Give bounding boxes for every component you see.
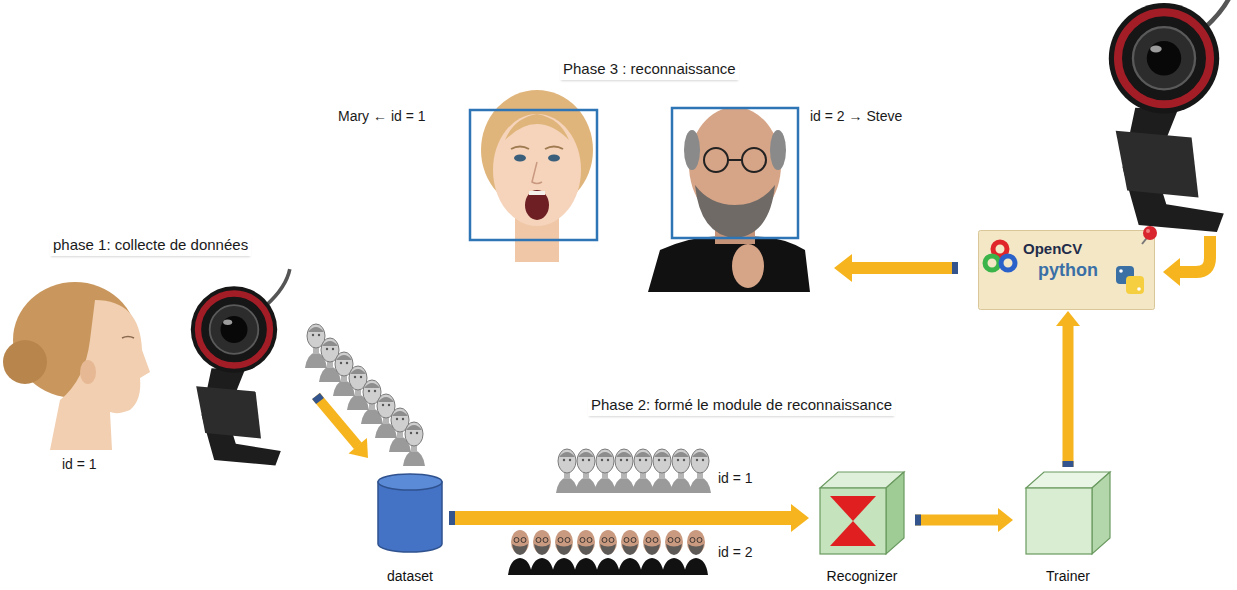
phase-title: phase 1: collecte de données bbox=[50, 236, 251, 256]
id-label: id = 1 bbox=[718, 470, 753, 487]
cube-front bbox=[820, 488, 886, 554]
face-photo bbox=[648, 107, 810, 292]
cube-front bbox=[1026, 488, 1092, 554]
opencv-logo bbox=[985, 242, 1015, 270]
cube-side bbox=[886, 472, 904, 554]
python-logo bbox=[1116, 266, 1144, 294]
arrow-shaft bbox=[449, 511, 792, 525]
webcam bbox=[1109, 0, 1236, 232]
id-label: id = 2 → Steve bbox=[810, 108, 902, 125]
panel-fill bbox=[979, 231, 1155, 310]
arrow-tail bbox=[915, 515, 921, 526]
arrow-head bbox=[1056, 311, 1080, 326]
node-label: Trainer bbox=[1046, 568, 1090, 585]
arrow-head bbox=[998, 508, 1013, 532]
arrow-shaft bbox=[915, 515, 999, 526]
logo-text: python bbox=[1038, 260, 1098, 282]
cylinder-body bbox=[378, 482, 442, 552]
flow-arrow bbox=[1056, 311, 1080, 467]
logo-panel: OpenCV python bbox=[978, 230, 1155, 310]
id-label: id = 2 bbox=[718, 544, 753, 561]
cube-side bbox=[1092, 472, 1110, 554]
flow-arrow bbox=[834, 254, 958, 282]
cylinder-top bbox=[378, 474, 442, 490]
pin bbox=[1142, 226, 1157, 244]
recognizer-cube: Recognizer bbox=[810, 468, 914, 586]
hourglass bbox=[830, 496, 876, 521]
arrow-tail bbox=[449, 511, 455, 525]
id-label: id = 1 bbox=[62, 456, 97, 473]
arrow-head bbox=[791, 504, 809, 532]
flow-arrow bbox=[449, 504, 809, 532]
cube-outline bbox=[1014, 468, 1122, 558]
face-photo bbox=[470, 90, 597, 262]
flow-arrow bbox=[915, 508, 1013, 532]
arrow-tail bbox=[1063, 461, 1074, 467]
trainer-cube: Trainer bbox=[1014, 468, 1122, 586]
cube-outline bbox=[810, 468, 914, 558]
flow-arrow bbox=[316, 396, 368, 458]
phase-title: Phase 3 : reconnaissance bbox=[560, 60, 739, 80]
face-row bbox=[508, 530, 708, 575]
node-label: dataset bbox=[387, 568, 433, 585]
hourglass bbox=[830, 521, 876, 546]
woman-profile bbox=[3, 282, 150, 450]
arrow-shaft bbox=[1063, 325, 1074, 467]
cylinder-outline bbox=[372, 470, 448, 554]
face-stack bbox=[305, 324, 425, 466]
face-row bbox=[556, 449, 711, 493]
node-label: Recognizer bbox=[827, 568, 898, 585]
flow-arrow bbox=[1163, 236, 1210, 286]
id-label: Mary ← id = 1 bbox=[338, 108, 426, 125]
logo-text: OpenCV bbox=[1023, 240, 1082, 258]
phase-title: Phase 2: formé le module de reconnaissan… bbox=[588, 396, 895, 416]
dataset-cylinder: dataset bbox=[372, 470, 448, 586]
webcam bbox=[191, 269, 290, 465]
